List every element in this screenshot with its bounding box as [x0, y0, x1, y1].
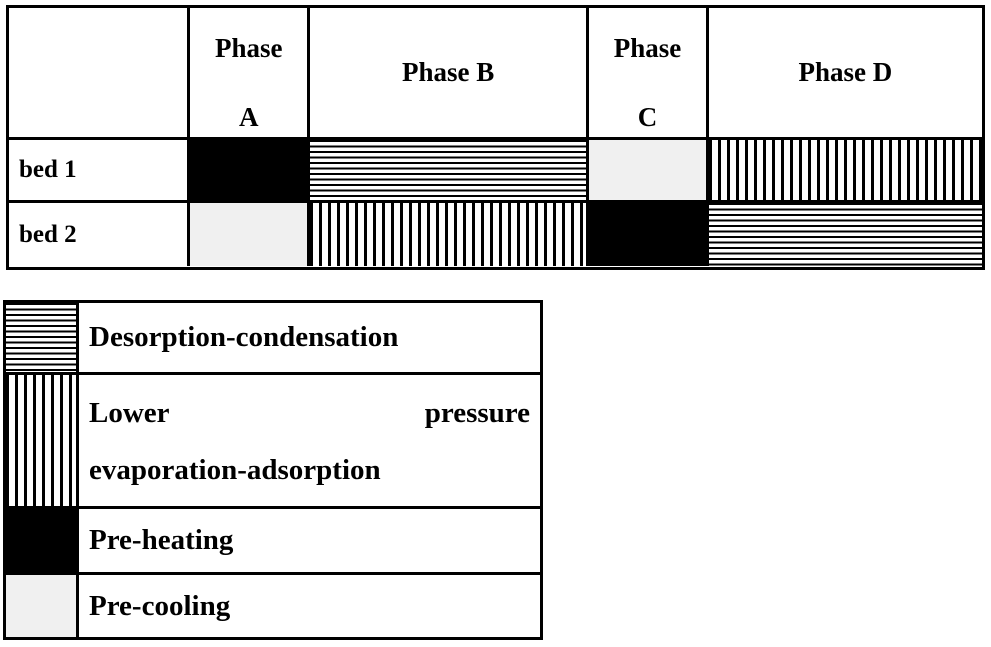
cell-bed-1-phase-a-pre-heating [187, 140, 308, 200]
legend-label-line-2: evaporation-adsorption [89, 453, 381, 486]
header-cell-phase-a: Phase A [187, 8, 308, 137]
legend-item-desorption-condensation: Desorption-condensation [6, 303, 540, 372]
header-cell-phase-c: Phase C [586, 8, 706, 137]
legend-item-lower-pressure-evaporation-adsorption: Lower pressure evaporation-adsorption [6, 372, 540, 506]
cell-bed-2-phase-d-desorption-condensation [705, 203, 982, 266]
table-header-row: Phase A Phase B Phase C Phase D [9, 8, 982, 140]
legend-swatch-light-gray-icon [6, 575, 79, 637]
legend-item-pre-cooling: Pre-cooling [6, 572, 540, 637]
table-row-bed-2: bed 2 [9, 203, 982, 266]
legend: Desorption-condensation Lower pressure e… [3, 300, 543, 640]
cell-bed-2-phase-b-lower-pressure-evaporation-adsorption [307, 203, 587, 266]
legend-swatch-vertical-stripes-icon [6, 375, 79, 506]
legend-label-lower-pressure-evaporation-adsorption: Lower pressure evaporation-adsorption [79, 375, 540, 506]
row-label-bed-2: bed 2 [9, 203, 188, 266]
cell-bed-1-phase-d-lower-pressure-evaporation-adsorption [705, 140, 982, 200]
legend-label-desorption-condensation: Desorption-condensation [89, 321, 399, 353]
legend-label-pre-heating: Pre-heating [89, 524, 234, 556]
table-row-bed-1: bed 1 [9, 140, 982, 203]
legend-label-pre-cooling: Pre-cooling [89, 589, 231, 622]
header-phase-c-line2: C [637, 101, 658, 132]
legend-item-pre-heating: Pre-heating [6, 506, 540, 572]
row-label-bed-1: bed 1 [9, 140, 188, 200]
legend-label-line-1: Lower pressure [89, 397, 530, 429]
legend-swatch-horizontal-stripes-icon [6, 303, 79, 372]
header-cell-phase-b: Phase B [307, 8, 587, 137]
legend-swatch-solid-black-icon [6, 509, 79, 572]
cell-bed-1-phase-c-pre-cooling [586, 140, 706, 200]
header-cell-corner-blank [9, 8, 188, 137]
header-phase-a-line1: Phase [215, 33, 283, 63]
phase-schedule-table: Phase A Phase B Phase C Phase D bed 1 be… [6, 5, 985, 270]
header-phase-a-line2: A [239, 101, 259, 132]
header-phase-c-line1: Phase [613, 33, 682, 63]
cell-bed-2-phase-a-pre-cooling [187, 203, 308, 266]
header-cell-phase-d: Phase D [705, 8, 982, 137]
cell-bed-2-phase-c-pre-heating [586, 203, 706, 266]
cell-bed-1-phase-b-desorption-condensation [307, 140, 587, 200]
